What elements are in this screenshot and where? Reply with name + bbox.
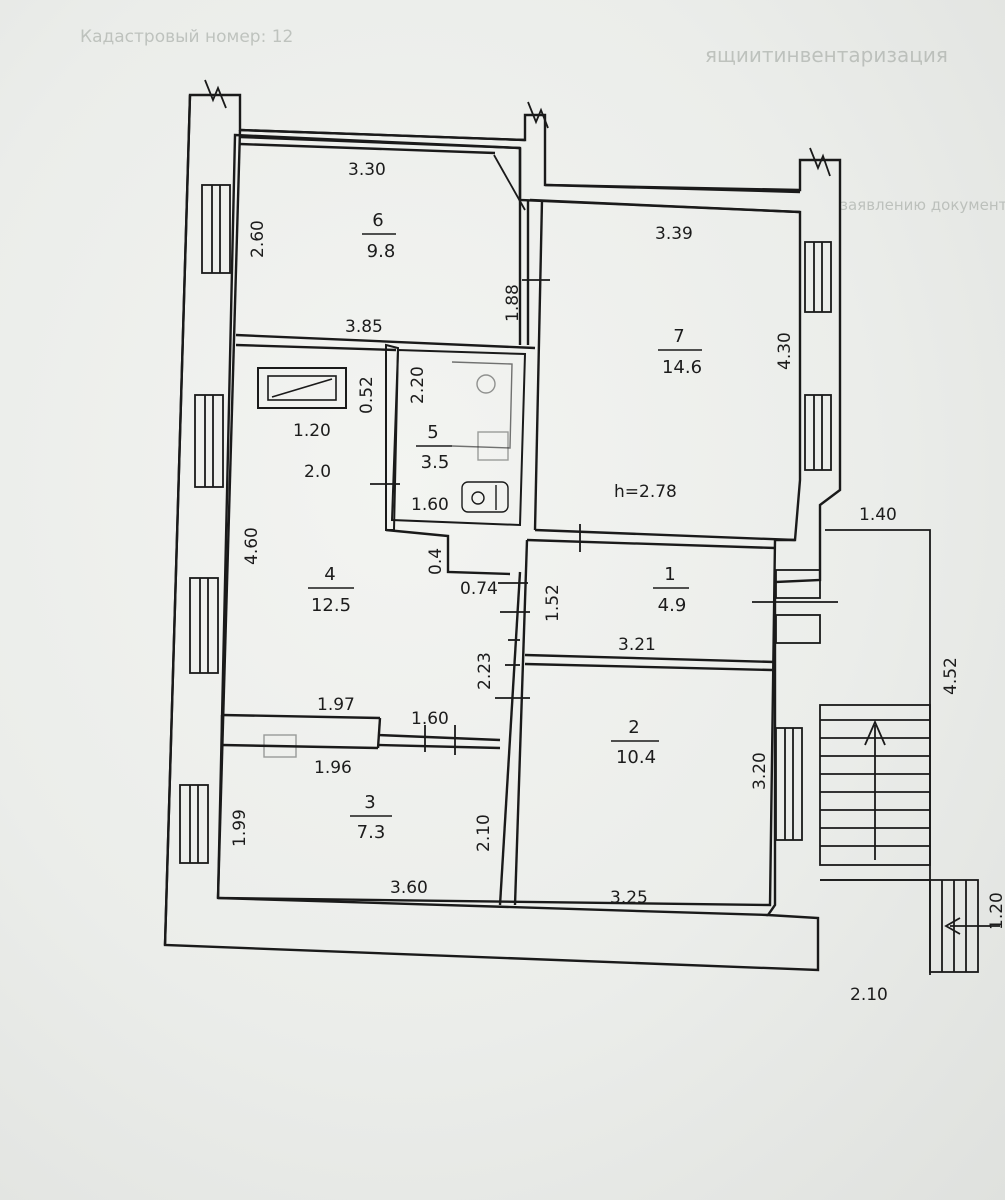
doors: [370, 154, 838, 755]
room-1-number: 1: [664, 564, 675, 585]
room-3-label: 3 7.3: [350, 792, 392, 843]
dim-3-85: 3.85: [345, 317, 383, 337]
room-4-label: 4 12.5: [308, 564, 354, 616]
room-2-number: 2: [628, 717, 639, 738]
room-labels: 6 9.8 7 14.6 5 3.5 4 12.5 1: [308, 210, 702, 843]
dim-4-60: 4.60: [242, 527, 262, 565]
stairs: [819, 529, 1000, 975]
vent-shaft: [257, 367, 347, 409]
window-room-3: [179, 784, 209, 864]
inner-wall-outline: [216, 133, 802, 907]
room-7-label: 7 14.6: [658, 326, 702, 378]
room-1-area: 4.9: [658, 595, 687, 616]
dim-1-97: 1.97: [317, 695, 355, 715]
dim-1-96: 1.96: [314, 758, 352, 778]
dim-1-88: 1.88: [503, 284, 523, 322]
dim-0-4: 0.4: [426, 548, 446, 575]
dim-3-30: 3.30: [348, 160, 386, 180]
room-6-number: 6: [372, 210, 383, 231]
bg-text-line-1: ящиитинвентаризация: [705, 43, 948, 67]
window-room-7a: [804, 241, 832, 313]
room-7-area: 14.6: [662, 357, 702, 378]
dim-3-21: 3.21: [618, 635, 656, 655]
dim-2-0: 2.0: [304, 462, 331, 482]
room-2-area: 10.4: [616, 747, 656, 768]
room-5-area: 3.5: [421, 452, 450, 473]
dim-0-74: 0.74: [460, 579, 498, 599]
dim-1-40: 1.40: [859, 505, 897, 525]
dim-1-60-bath: 1.60: [411, 495, 449, 515]
room-2-label: 2 10.4: [611, 717, 659, 768]
dim-2-23: 2.23: [475, 652, 495, 690]
outer-wall-outline: [163, 93, 842, 972]
dim-4-30: 4.30: [775, 332, 795, 370]
dim-1-20-vent: 1.20: [293, 421, 331, 441]
window-room-7b: [804, 394, 832, 471]
room-3-area: 7.3: [357, 822, 386, 843]
dim-2-60: 2.60: [248, 220, 268, 258]
dim-3-60: 3.60: [390, 878, 428, 898]
room-5-number: 5: [427, 422, 438, 443]
window-room-4a: [194, 394, 224, 488]
window-room-4b: [189, 577, 219, 674]
walls: [163, 93, 842, 972]
room-3-number: 3: [364, 792, 375, 813]
bg-text-line-3: заявлению документа: [840, 196, 1005, 214]
dim-4-52: 4.52: [941, 657, 961, 695]
bg-text-line-2: Кадастровый номер: 12: [80, 27, 293, 47]
room-4-number: 4: [324, 564, 335, 585]
room-5-label: 5 3.5: [416, 422, 452, 473]
dim-2-20: 2.20: [408, 366, 428, 404]
dim-1-52: 1.52: [543, 584, 563, 622]
room-6-area: 9.8: [367, 241, 396, 262]
room-6-label: 6 9.8: [362, 210, 396, 262]
dim-3-20: 3.20: [750, 752, 770, 790]
dim-1-60-hall: 1.60: [411, 709, 449, 729]
dim-2-10-porch: 2.10: [850, 985, 888, 1005]
dimension-labels: 3.30 2.60 3.39 1.88 3.85 4.30 0.52 2.20 …: [230, 160, 1005, 1005]
break-marks: [204, 79, 831, 177]
room-1-label: 1 4.9: [653, 564, 689, 616]
ceiling-height-note: h=2.78: [614, 482, 677, 502]
bath-fixtures: [263, 361, 513, 758]
window-room-2: [775, 727, 803, 841]
dim-2-10-room3: 2.10: [474, 814, 494, 852]
dim-1-99: 1.99: [230, 809, 250, 847]
door-room-6-leaf: [493, 154, 526, 211]
dim-1-20-steps: 1.20: [987, 892, 1005, 930]
dim-3-39: 3.39: [655, 224, 693, 244]
kitchen-appliance: [263, 734, 297, 758]
window-room-6: [201, 184, 231, 274]
room-4-area: 12.5: [311, 595, 351, 616]
windows: [179, 184, 832, 864]
room-7-number: 7: [673, 326, 684, 347]
dim-0-52: 0.52: [357, 376, 377, 414]
dim-3-25: 3.25: [610, 888, 648, 908]
